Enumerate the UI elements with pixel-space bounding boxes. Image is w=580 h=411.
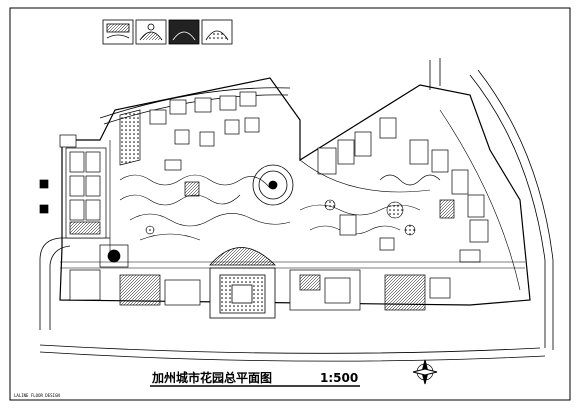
legend-thumb-4 <box>201 19 233 45</box>
legend-thumb-2 <box>135 19 167 45</box>
legend-thumb-1 <box>102 19 134 45</box>
legend-thumb-3 <box>168 19 200 45</box>
top-villa-cluster <box>119 91 260 197</box>
north-arrow-icon <box>412 359 438 385</box>
right-building-cluster <box>317 117 489 263</box>
entrance-plaza <box>209 247 276 319</box>
internal-roads <box>60 109 525 291</box>
landscape-areas <box>119 174 441 241</box>
left-building-block <box>39 134 107 239</box>
title-block: 加州城市花园总平面图 1:500 <box>150 370 360 387</box>
drawing-title: 加州城市花园总平面图 <box>151 370 272 385</box>
bottom-building-row <box>69 244 451 311</box>
legend-strip <box>102 19 233 45</box>
drawing-scale: 1:500 <box>320 371 358 385</box>
drawing-border <box>9 7 571 401</box>
footer-note: LALINE FLOOR DESIGN <box>14 393 60 398</box>
central-round-plaza <box>252 164 294 206</box>
site-boundary <box>59 77 531 306</box>
